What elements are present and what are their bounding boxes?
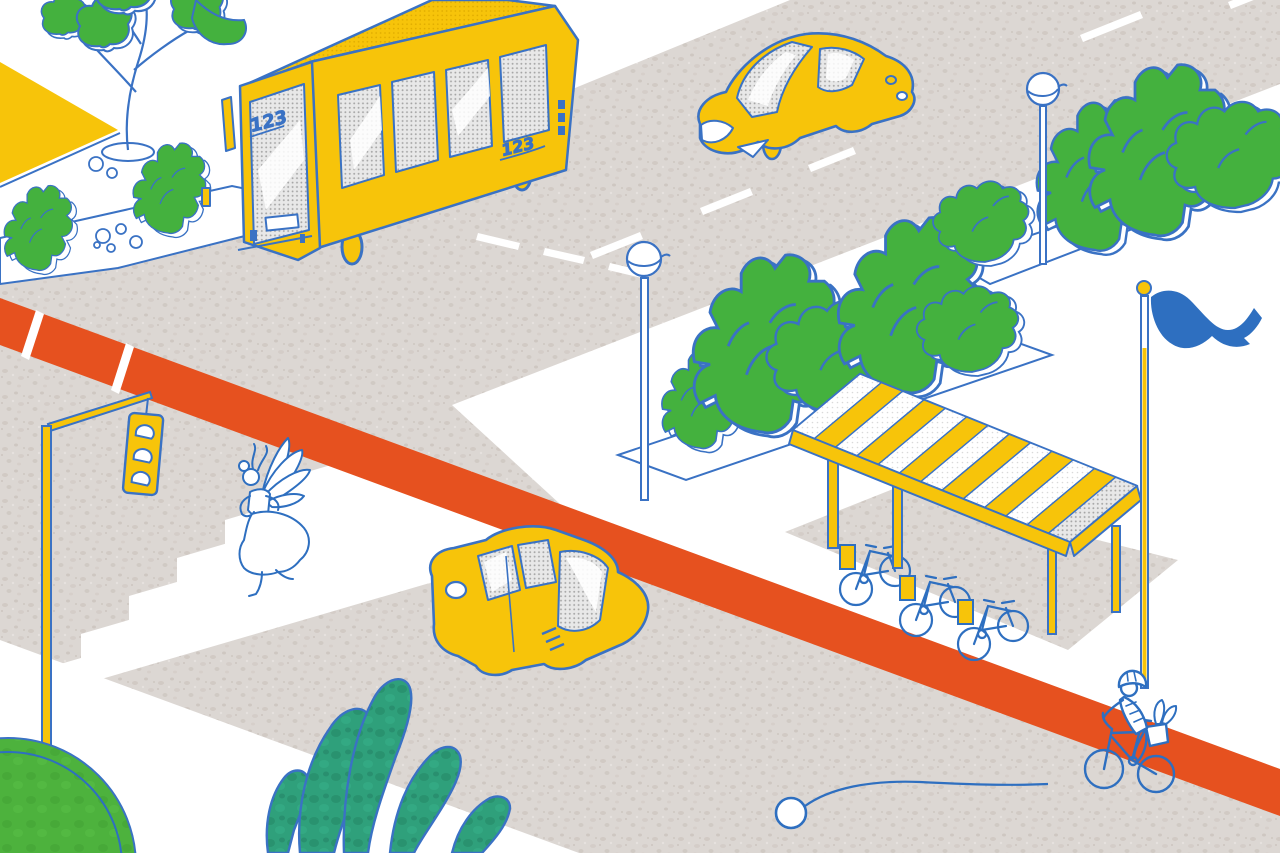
traffic-light [41, 390, 165, 759]
rider-helmet [1117, 669, 1148, 689]
bike-rear-wheel [1136, 754, 1176, 794]
lane-dashes-upper [590, 0, 1254, 259]
lamp-globe [1025, 71, 1061, 107]
car-tail-light [896, 91, 908, 101]
traffic-light-lenses [130, 424, 155, 487]
fairy-antennae [251, 443, 268, 471]
yellow-corner-patch [0, 62, 118, 183]
sapling [40, 0, 229, 179]
ball-with-motion-trail [774, 780, 1049, 830]
bike-shelter [785, 372, 1178, 662]
flagpole [1136, 280, 1262, 689]
fairy-head [242, 468, 260, 486]
rider-arm [1102, 698, 1125, 719]
ball [774, 796, 808, 830]
crosswalk-bar [129, 485, 508, 623]
bus-bumper-line [237, 235, 313, 251]
car-headlight [444, 580, 468, 600]
bike-front-wheel [1083, 748, 1125, 790]
lamp-globe [625, 240, 663, 278]
shelter-awning [788, 372, 1142, 557]
crosswalk-bar [81, 498, 544, 661]
parked-bikes [838, 543, 1030, 662]
foreground-bush [265, 678, 512, 853]
basket [1144, 722, 1170, 748]
motion-trail [804, 780, 1049, 807]
parked-bike [838, 543, 912, 607]
car-crosswalk [429, 525, 650, 677]
fairy-wings [261, 437, 311, 509]
awning-fascia [788, 429, 1071, 557]
cyclist [1083, 669, 1178, 794]
bus-windshield [249, 83, 310, 245]
handlebar [1101, 711, 1114, 731]
street-lamp-2 [1025, 71, 1068, 265]
sapling-stems [96, 1, 191, 151]
parked-bike [898, 574, 972, 638]
rider-legs [1132, 728, 1148, 764]
pebbles [93, 223, 143, 253]
street-lamp-1 [625, 240, 671, 501]
bus-mirror [221, 96, 236, 152]
basket-plants [1153, 699, 1178, 725]
flag [1150, 290, 1262, 349]
shelter-post [1111, 525, 1121, 613]
bike-lane-stripe [0, 298, 1280, 816]
fairy-legs [248, 569, 294, 597]
fairy [238, 437, 311, 597]
shelter-pad [785, 489, 1178, 650]
parked-bike [956, 598, 1030, 662]
bus-side-windows [337, 44, 550, 189]
bus-side-tab [201, 187, 211, 207]
bus: 123 123 [201, 0, 580, 266]
car-side-window [517, 539, 557, 589]
car-top [697, 32, 916, 161]
car-door-seam [505, 555, 515, 653]
flagpole-finial [1136, 280, 1152, 296]
park-circle [0, 737, 137, 853]
patch-edge-line [0, 132, 121, 188]
fairy-bun [238, 460, 250, 472]
traffic-light-pole [41, 425, 52, 759]
car-vents [541, 626, 565, 652]
car-front-bumper [700, 119, 734, 144]
corner-bush [190, 0, 247, 46]
